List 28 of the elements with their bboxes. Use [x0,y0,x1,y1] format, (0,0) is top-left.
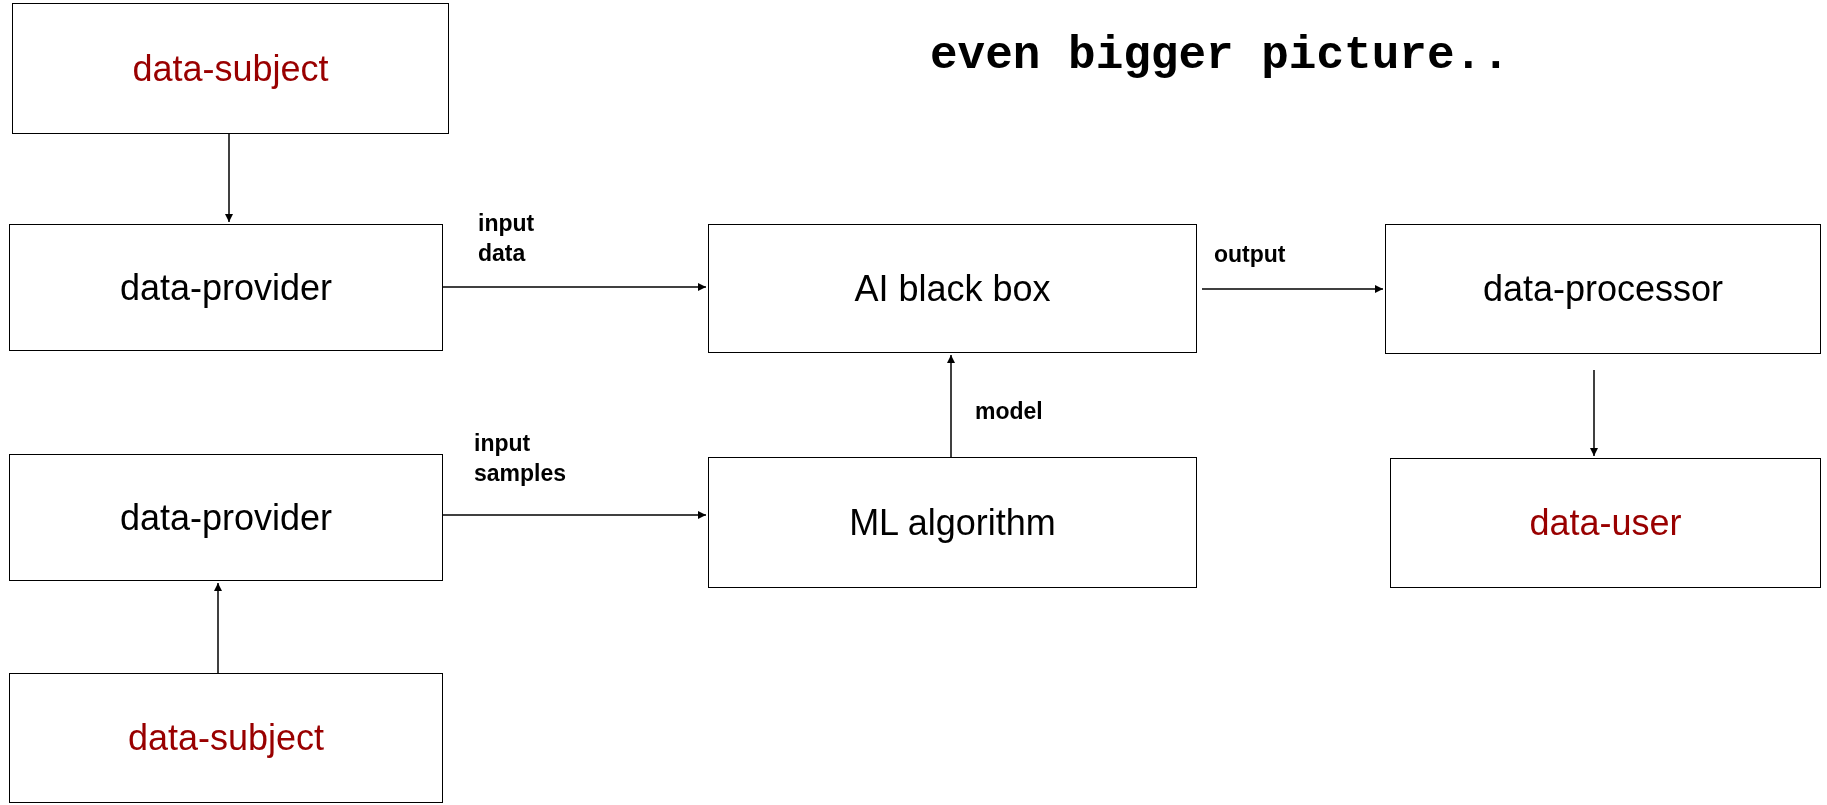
title: even bigger picture.. [930,29,1510,84]
node-label: data-subject [132,46,329,91]
process-box [1390,458,1821,588]
arrow [225,133,233,223]
edge-label: output [1214,240,1287,269]
process-box [9,224,443,351]
process-box [708,457,1197,588]
arrow [947,354,955,458]
edge-label: model [975,397,1044,426]
edge-label: input samples [474,429,568,488]
process-box [12,3,449,134]
arrow [442,511,707,519]
node-label: ML algorithm [849,500,1056,545]
process-box [9,673,443,803]
process-box [9,454,443,581]
arrow [214,582,222,674]
node-label: data-subject [127,716,325,760]
edge-label: input data [478,209,536,268]
arrow [1201,285,1384,293]
node-label: data-processor [1482,267,1724,311]
arrow [442,283,707,291]
node-label: data-provider [119,495,333,540]
node-label: data-user [1529,501,1682,545]
process-box [1385,224,1821,354]
arrow [1590,369,1598,457]
process-box [708,224,1197,353]
node-label: data-provider [119,265,333,310]
node-label: AI black box [854,266,1051,311]
